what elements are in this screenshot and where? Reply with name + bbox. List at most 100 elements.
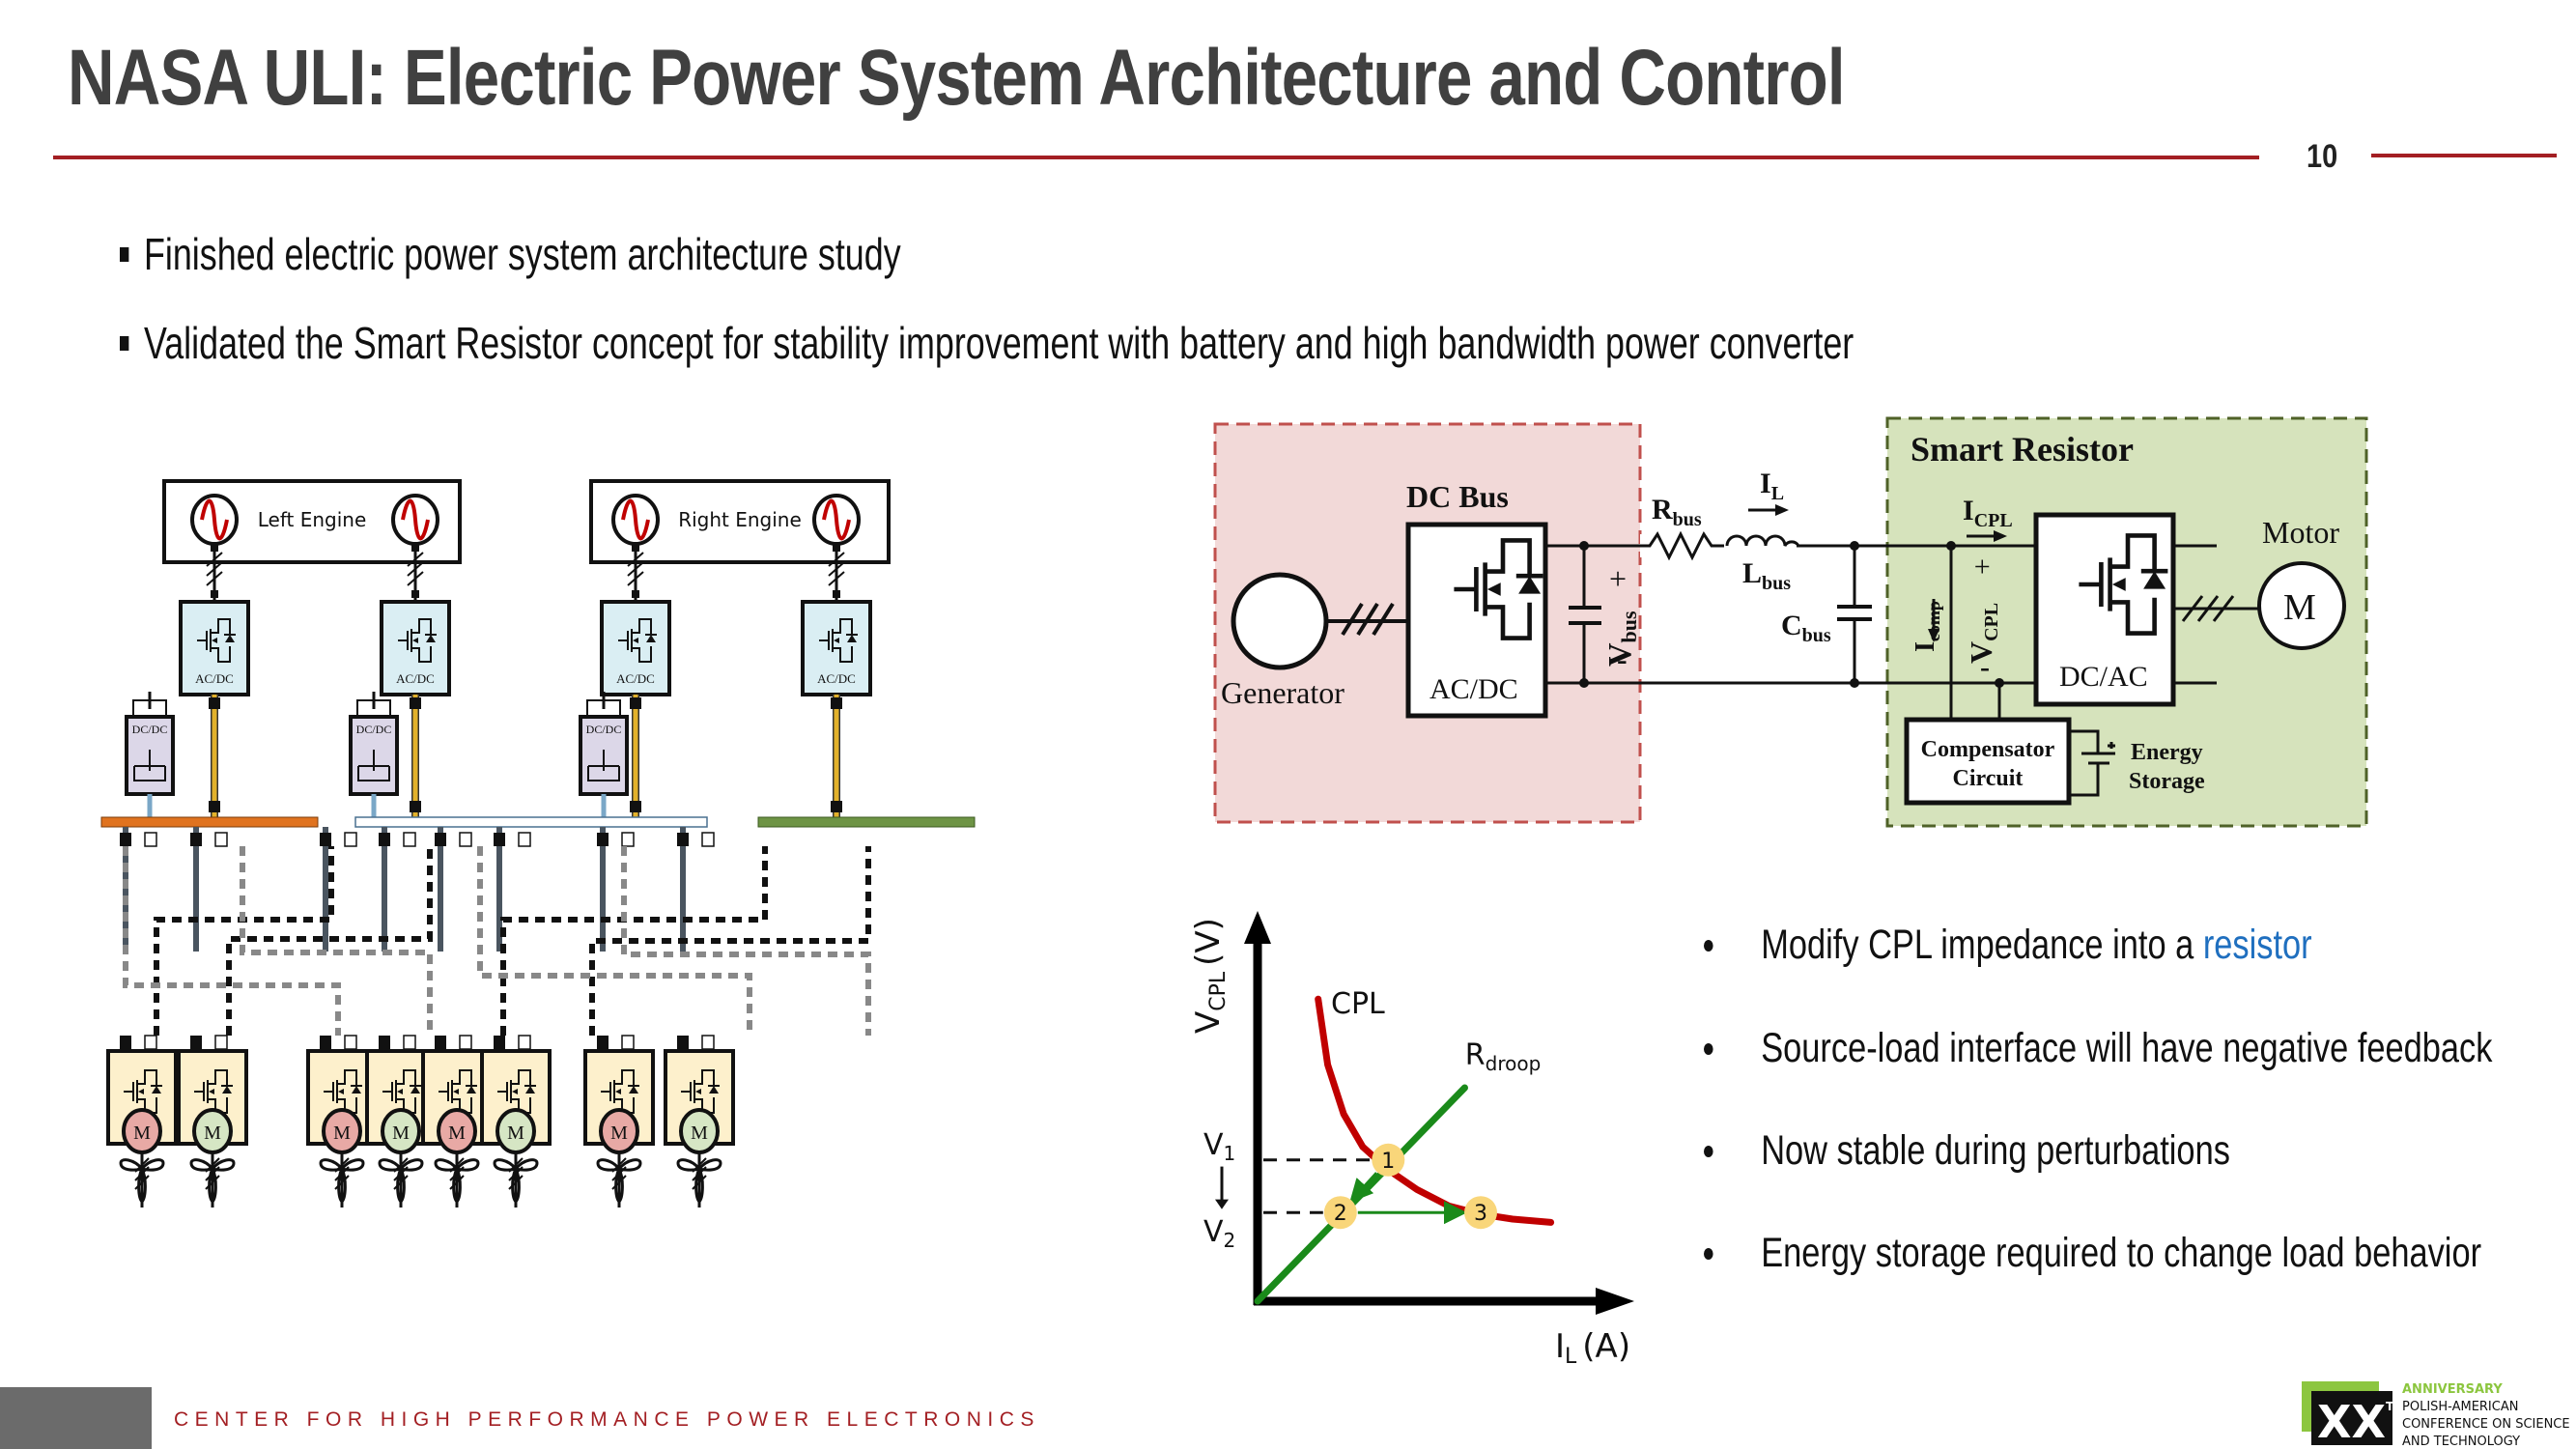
acdc-label: AC/DC — [1430, 673, 1518, 705]
series-cpl — [1315, 995, 1555, 1226]
generator-icon — [1231, 572, 1329, 670]
icomp-arrow-icon — [1928, 599, 1939, 642]
compensator-label-line1: Compensator — [1921, 737, 2055, 762]
operating-point-3 — [1464, 1196, 1497, 1230]
operating-point-label: 2 — [1334, 1202, 1347, 1226]
page-number: 10 — [2307, 138, 2338, 175]
motor-label: M — [691, 1122, 708, 1144]
three-phase-slash-icon — [2181, 595, 2235, 622]
operating-point-2 — [1323, 1196, 1357, 1230]
rbus-label: Rbus — [1652, 494, 1702, 530]
logo-line4: AND TECHNOLOGY — [2402, 1435, 2520, 1449]
logo-line1: ANNIVERSARY — [2402, 1382, 2503, 1397]
right-bullet-text: Source-load interface will have negative… — [1761, 1025, 2493, 1071]
top-bullet: Validated the Smart Resistor concept for… — [120, 317, 1854, 369]
control-line — [240, 846, 433, 1036]
vbus-minus: - — [1617, 641, 1628, 676]
motor-label: M — [448, 1122, 466, 1144]
motor-label: Motor — [2262, 515, 2339, 550]
y-axis-arrow-icon — [1244, 911, 1271, 944]
y-tick-label: V1 — [1203, 1128, 1235, 1165]
vbus-label: Vbus — [1602, 611, 1641, 667]
top-bullet: Finished electric power system architect… — [120, 228, 901, 280]
acdc-converter — [1405, 522, 1548, 719]
compensator-circuit — [1904, 717, 2072, 806]
dcac-converter — [2033, 512, 2176, 707]
acdc-label: AC/DC — [817, 671, 856, 686]
motor-label: M — [507, 1122, 524, 1144]
lbus-inductor-icon — [1725, 534, 1800, 552]
sine-wave-icon — [401, 498, 430, 541]
vcpl-plus: + — [1967, 558, 1998, 575]
right-bullet: Source-load interface will have negative… — [1704, 1025, 2492, 1072]
operating-point-label: 1 — [1381, 1150, 1395, 1174]
dcdc-label: DC/DC — [586, 723, 622, 736]
compensator-label-line2: Circuit — [1953, 766, 2024, 791]
propeller-icon — [378, 1152, 424, 1205]
operating-point-1 — [1372, 1143, 1405, 1177]
control-line — [621, 846, 871, 1036]
smart-resistor-label: Smart Resistor — [1911, 430, 2134, 469]
header-divider-right — [2371, 154, 2557, 157]
acdc-label: AC/DC — [195, 671, 234, 686]
propeller-icon — [189, 1152, 236, 1205]
right-bullet-text: Now stable during perturbations — [1761, 1127, 2230, 1174]
propeller-icon — [119, 1152, 165, 1205]
il-arrow-icon — [1748, 504, 1789, 516]
footer-block — [0, 1387, 152, 1449]
x-axis-arrow-icon — [1596, 1288, 1634, 1315]
y-tick-label: V2 — [1203, 1215, 1235, 1252]
engine-label: Left Engine — [258, 508, 367, 531]
conference-logo: XXTH ANNIVERSARY POLISH-AMERICAN CONFERE… — [2302, 1381, 2570, 1449]
dcdc-label: DC/DC — [132, 723, 168, 736]
vcpl-minus: - — [1980, 651, 1990, 683]
lbus-label: Lbus — [1742, 557, 1791, 594]
motor-label: M — [204, 1122, 221, 1144]
generator-label: Generator — [1221, 675, 1345, 710]
right-bullet: Modify CPL impedance into a resistor — [1704, 922, 2312, 969]
propeller-icon — [434, 1152, 480, 1205]
engine-label: Right Engine — [678, 508, 802, 531]
voltage-drop-arrow-icon — [1215, 1199, 1229, 1209]
sine-wave-icon — [822, 498, 851, 541]
motor-symbol: M — [2283, 587, 2316, 628]
series-label-cpl: CPL — [1331, 987, 1385, 1021]
icpl-arrow-icon — [1967, 530, 2007, 542]
bus-center — [354, 816, 708, 828]
bus-left — [100, 816, 319, 828]
propeller-icon — [493, 1152, 539, 1205]
dc-bus-label: DC Bus — [1406, 479, 1509, 514]
dcac-label: DC/AC — [2059, 661, 2148, 693]
footer-text: CENTER FOR HIGH PERFORMANCE POWER ELECTR… — [174, 1408, 1040, 1431]
three-phase-slash-icon — [1341, 602, 1395, 637]
operating-point-label: 3 — [1474, 1202, 1487, 1226]
dcdc-label: DC/DC — [356, 723, 392, 736]
propeller-icon — [319, 1152, 365, 1205]
energy-storage-line1: Energy — [2131, 740, 2203, 765]
bullet-dot-icon — [1704, 1247, 1713, 1260]
motor-label: M — [392, 1122, 410, 1144]
right-bullet-text: Energy storage required to change load b… — [1761, 1230, 2482, 1276]
right-bullet: Energy storage required to change load b… — [1704, 1230, 2481, 1277]
rbus-resistor-icon — [1640, 530, 1724, 561]
logo-line3: CONFERENCE ON SCIENCE — [2402, 1417, 2570, 1432]
energy-storage-line2: Storage — [2129, 769, 2205, 794]
control-line — [123, 846, 341, 1036]
icpl-label: ICPL — [1963, 495, 2013, 531]
il-label: IL — [1760, 468, 1784, 504]
motor-icon — [2257, 561, 2346, 650]
sine-wave-icon — [621, 498, 650, 541]
sine-wave-icon — [200, 498, 229, 541]
control-line — [226, 846, 433, 1036]
battery-icon — [2069, 729, 2115, 797]
motor-label: M — [333, 1122, 351, 1144]
series-label-rdroop: Rdroop — [1465, 1038, 1542, 1075]
propeller-icon — [676, 1152, 722, 1205]
transition-arrow — [1349, 1172, 1378, 1203]
motor-label: M — [610, 1122, 628, 1144]
bus-right — [757, 816, 976, 828]
x-axis-label: IL(A) — [1555, 1327, 1630, 1369]
bullet-dot-icon — [1704, 1042, 1713, 1055]
